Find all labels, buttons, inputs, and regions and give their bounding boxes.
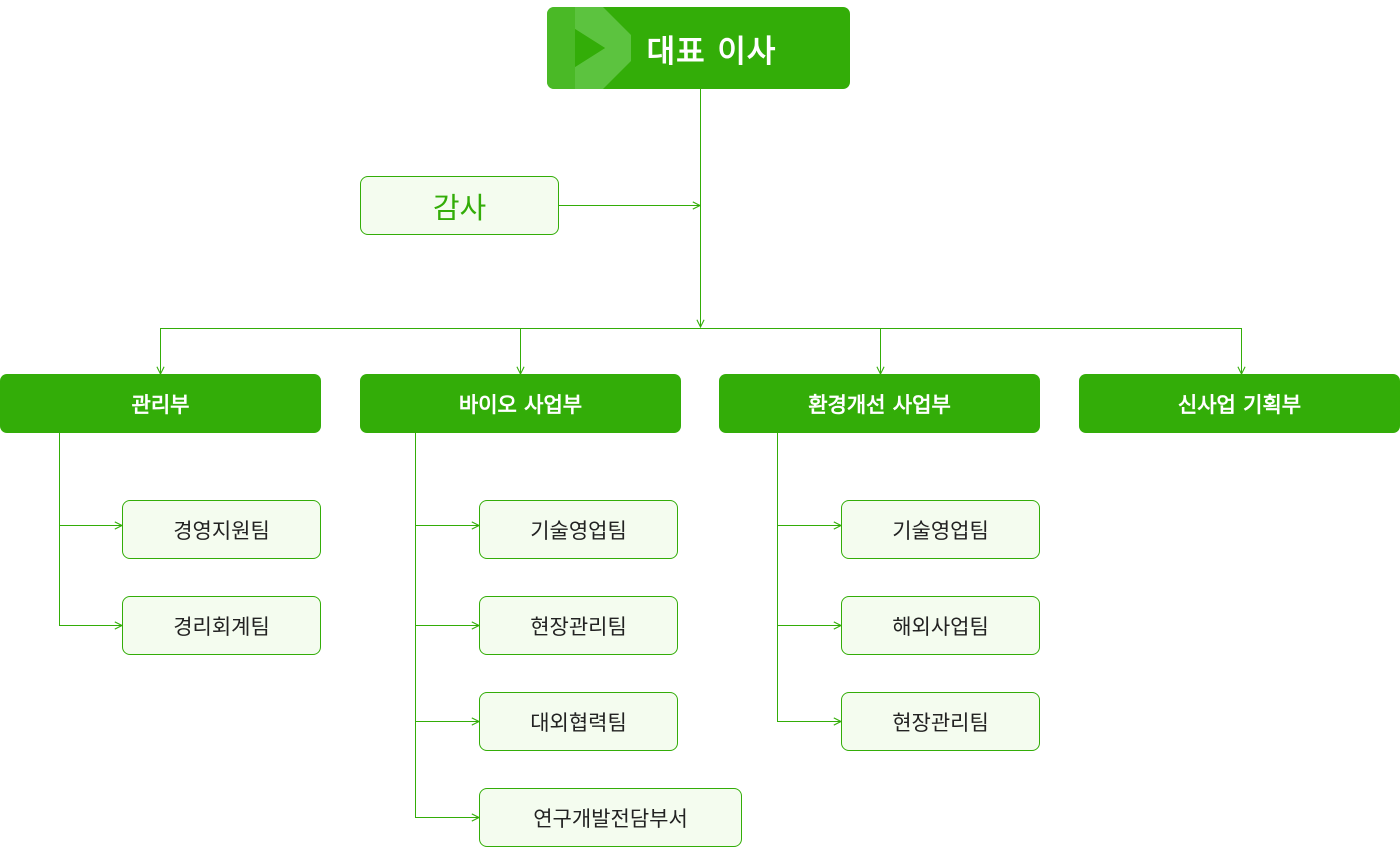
dept-environment-business: 환경개선 사업부	[719, 374, 1040, 433]
team-env-tech-sales: 기술영업팀	[841, 500, 1040, 559]
team-bio-tech-sales: 기술영업팀	[479, 500, 678, 559]
dept-new-business-planning: 신사업 기획부	[1079, 374, 1400, 433]
team-accounting: 경리회계팀	[122, 596, 321, 655]
audit-box: 감사	[360, 176, 559, 235]
dept-management: 관리부	[0, 374, 321, 433]
team-bio-site-management: 현장관리팀	[479, 596, 678, 655]
company-logo-icon	[547, 7, 631, 89]
dept-bio-business: 바이오 사업부	[360, 374, 681, 433]
ceo-label: 대표 이사	[646, 33, 777, 70]
team-bio-rnd: 연구개발전담부서	[479, 788, 742, 847]
team-env-overseas: 해외사업팀	[841, 596, 1040, 655]
team-management-support: 경영지원팀	[122, 500, 321, 559]
team-bio-external-relations: 대외협력팀	[479, 692, 678, 751]
team-env-site-management: 현장관리팀	[841, 692, 1040, 751]
ceo-box: 대표 이사	[547, 7, 850, 89]
